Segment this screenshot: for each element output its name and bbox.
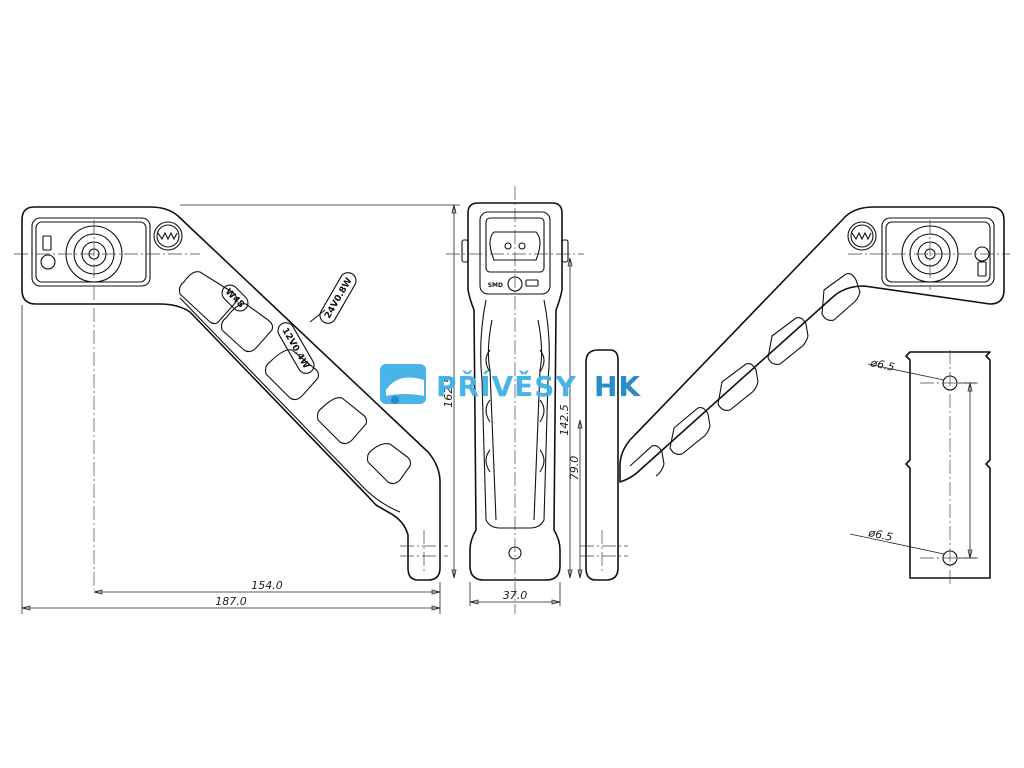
- logo-icon: [153, 221, 183, 251]
- dim-height-142: 142.5: [558, 404, 571, 436]
- brand-name-suffix: HK: [594, 370, 641, 403]
- dim-hole-bottom: ø6.5: [866, 526, 893, 544]
- dim-height-79: 79.0: [568, 456, 581, 481]
- logo-icon-right: [847, 221, 877, 251]
- right-side-view: [580, 206, 1010, 581]
- front-smd-mark: SMD: [488, 282, 503, 289]
- front-dimensions: 37.0 142.5 79.0: [469, 257, 583, 606]
- bulb-label: W48: [223, 287, 246, 310]
- mount-plate-view: ø6.5 ø6.5: [849, 350, 991, 586]
- brand-watermark: PŘÍVĚSY HK: [380, 364, 641, 404]
- front-view: SMD: [446, 186, 584, 614]
- dim-hole-top: ø6.5: [868, 356, 895, 374]
- left-dimensions: 187.0 154.0 162.5: [21, 204, 460, 614]
- brand-name-main: PŘÍVĚSY: [436, 369, 577, 403]
- dim-height-162: 162.5: [442, 376, 455, 408]
- trailer-logo-icon: [380, 364, 426, 404]
- dim-width-37: 37.0: [503, 589, 528, 602]
- dim-width-187: 187.0: [215, 595, 247, 608]
- dim-width-154: 154.0: [251, 579, 283, 592]
